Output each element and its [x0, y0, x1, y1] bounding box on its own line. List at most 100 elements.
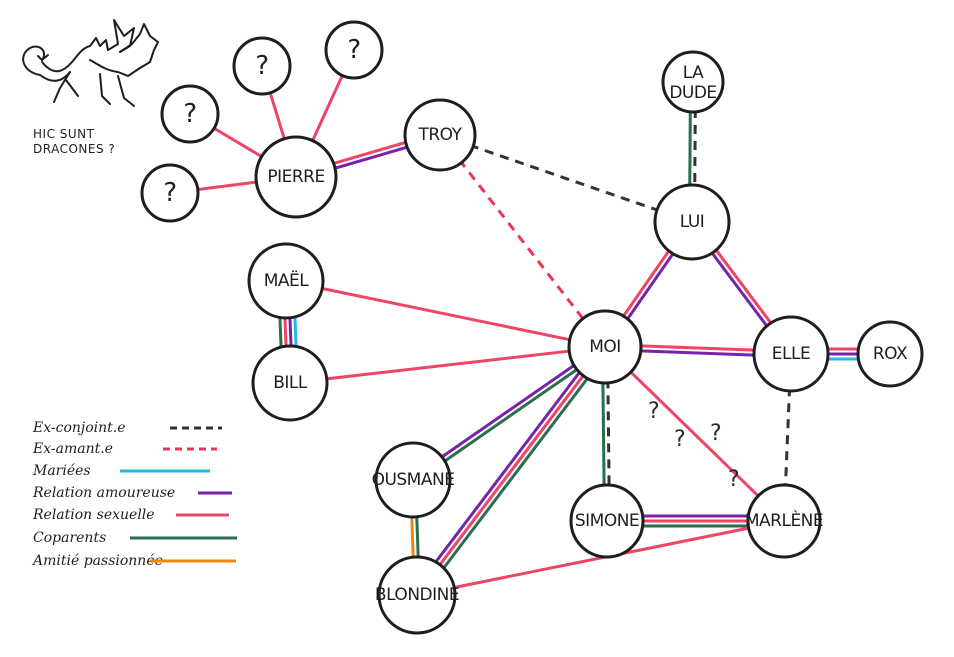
edge-lui-elle — [708, 246, 775, 330]
node-label: MARLÈNE — [745, 509, 823, 531]
node-circle — [653, 183, 731, 261]
node-label: PIERRE — [267, 167, 324, 187]
edge-line-ex_amant — [458, 158, 587, 323]
uncertain-mark: ? — [674, 427, 686, 452]
edge-line-coparents — [440, 374, 591, 572]
edge-troy-moi — [458, 158, 587, 323]
node-ousmane[interactable]: OUSMANE — [372, 441, 455, 519]
node-pierre[interactable]: PIERRE — [254, 135, 338, 219]
edge-line-ex_conjoint — [783, 387, 792, 489]
node-label: ? — [183, 99, 196, 129]
caption-line-1: HIC SUNT — [33, 127, 95, 141]
node-circle — [247, 242, 325, 320]
edge-mael-bill — [278, 313, 298, 351]
node-simone[interactable]: SIMONE — [569, 483, 645, 559]
node-circle — [160, 84, 220, 144]
edge-line-sexuelle — [436, 371, 587, 569]
node-label: MOI — [589, 337, 621, 357]
dragon-icon — [22, 19, 159, 107]
edge-troy-lui — [469, 143, 662, 213]
edge-line-ex_conjoint — [606, 379, 611, 489]
legend-item-amitie: Amitié passionnée — [31, 553, 236, 569]
legend-label: Ex-amant.e — [32, 441, 113, 457]
node-circle — [251, 344, 329, 422]
node-bill[interactable]: BILL — [251, 344, 329, 422]
legend-item-ex_amant: Ex-amant.e — [32, 441, 217, 457]
edge-pierre-troy — [329, 139, 411, 171]
edge-lui-moi — [620, 247, 677, 323]
edge-ousmane-blondine — [410, 513, 420, 561]
node-q2[interactable]: ? — [232, 36, 292, 96]
node-circle — [661, 50, 725, 114]
uncertain-mark: ? — [710, 421, 722, 446]
edges-layer — [194, 72, 862, 590]
node-circle — [746, 483, 822, 559]
node-label: ? — [255, 51, 268, 81]
edge-line-sexuelle — [620, 247, 673, 320]
node-label: ELLE — [772, 344, 810, 364]
node-blondine[interactable]: BLONDINE — [375, 555, 460, 635]
node-troy[interactable]: TROY — [403, 98, 477, 172]
edge-line-sexuelle — [712, 246, 775, 327]
edge-line-amoureuse — [288, 314, 293, 350]
node-circle — [324, 20, 384, 80]
edge-line-coparents — [440, 366, 581, 465]
edge-line-sexuelle — [267, 89, 287, 144]
edge-elle-rox — [824, 347, 862, 361]
node-lui[interactable]: LUI — [653, 183, 731, 261]
legend-label: Relation amoureuse — [32, 485, 175, 501]
edge-line-amoureuse — [438, 362, 578, 461]
edge-pierre-q2 — [267, 89, 287, 144]
node-label: LA — [683, 63, 704, 83]
node-moi[interactable]: MOI — [567, 309, 643, 385]
node-circle — [567, 309, 643, 385]
node-q1[interactable]: ? — [160, 84, 220, 144]
node-q3[interactable]: ? — [324, 20, 384, 80]
legend-label: Amitié passionnée — [31, 553, 163, 569]
node-circle — [569, 483, 645, 559]
node-circle — [403, 98, 477, 172]
edge-line-ex_conjoint — [469, 143, 662, 213]
edge-line-amoureuse — [637, 349, 758, 357]
edge-pierre-q1 — [210, 125, 266, 160]
node-elle[interactable]: ELLE — [752, 315, 830, 393]
legend-label: Relation sexuelle — [32, 507, 155, 523]
legend-item-coparents: Coparents — [33, 530, 237, 546]
edge-line-sexuelle — [309, 72, 345, 145]
uncertain-marks: ? ? ? ? — [648, 399, 740, 492]
node-marlene[interactable]: MARLÈNE — [745, 483, 824, 559]
edge-line-sexuelle — [627, 368, 762, 500]
node-label: TROY — [417, 125, 462, 145]
edge-line-amoureuse — [708, 249, 771, 330]
edge-line-sexuelle — [210, 125, 266, 160]
edge-moi-ousmane — [438, 362, 581, 465]
edge-line-amoureuse — [624, 249, 677, 323]
edge-line-ex_conjoint — [693, 109, 697, 189]
edge-moi-marlene — [627, 368, 762, 500]
node-circle — [377, 555, 457, 635]
node-circle — [752, 315, 830, 393]
node-label: BLONDINE — [375, 585, 459, 605]
uncertain-mark: ? — [728, 467, 740, 492]
node-label: BILL — [273, 373, 308, 393]
edge-line-sexuelle — [637, 344, 758, 352]
edge-pierre-q4 — [194, 180, 261, 192]
node-q4[interactable]: ? — [140, 163, 200, 223]
legend-item-amoureuse: Relation amoureuse — [32, 485, 232, 501]
edge-simone-marlene — [639, 514, 752, 528]
edge-line-amoureuse — [432, 368, 583, 566]
node-mael[interactable]: MAËL — [247, 242, 325, 320]
edge-line-amitie — [410, 513, 415, 561]
node-rox[interactable]: ROX — [856, 320, 924, 388]
edge-moi-blondine — [432, 368, 591, 572]
legend-item-mariees: Mariées — [32, 463, 210, 479]
node-label: ? — [163, 178, 176, 208]
edge-mael-moi — [318, 286, 574, 342]
legend-label: Mariées — [32, 463, 91, 479]
edge-line-coparents — [601, 379, 606, 489]
node-label: ROX — [873, 344, 908, 364]
edge-line-coparents — [688, 108, 692, 189]
node-circle — [374, 441, 452, 519]
